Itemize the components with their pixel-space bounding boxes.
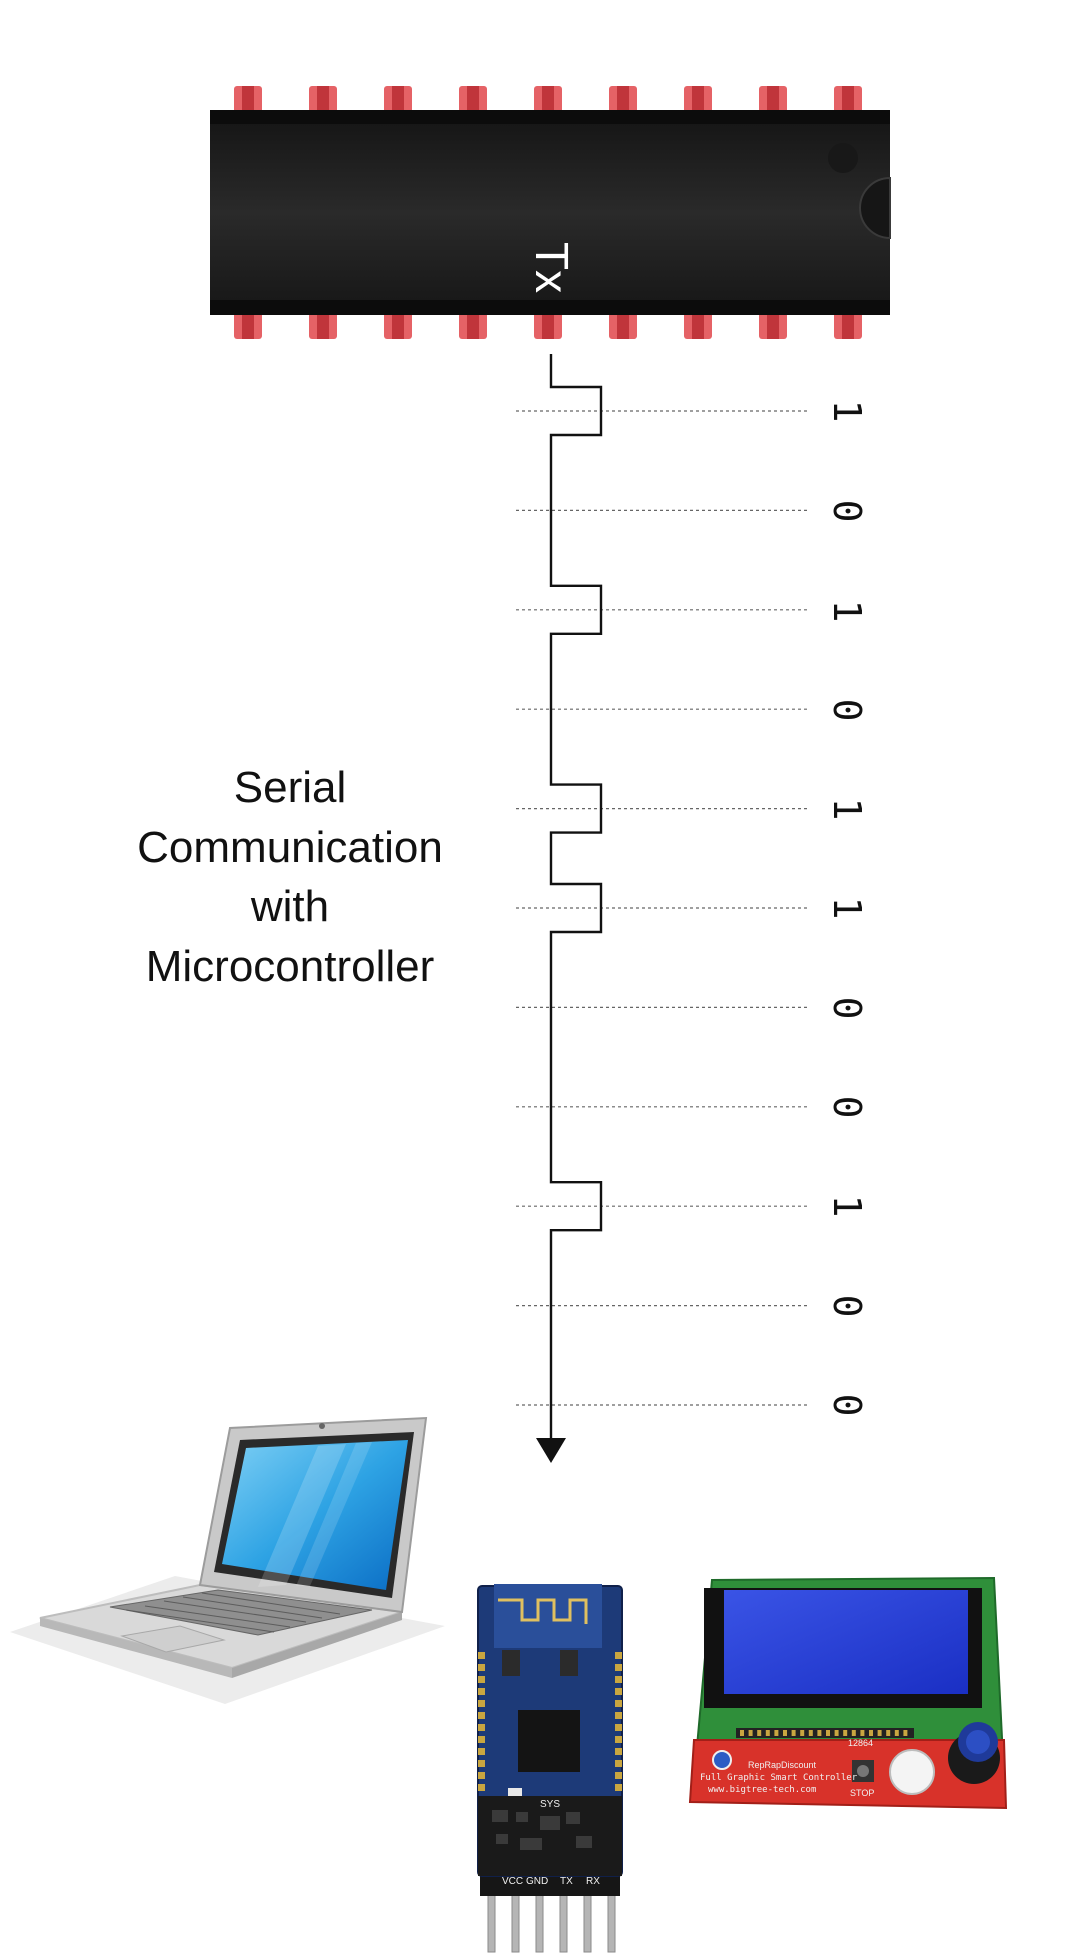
caption-line-1: Serial bbox=[234, 763, 347, 812]
bit-label: 0 bbox=[825, 997, 869, 1020]
bluetooth-module-illustration: SYS VCC GND TX RX bbox=[477, 1584, 623, 1953]
ic-chip: Tx bbox=[210, 86, 891, 339]
bt-pin-label-tx: TX bbox=[560, 1876, 573, 1887]
chip-tx-label: Tx bbox=[526, 242, 578, 293]
signal-arrowhead bbox=[536, 1438, 566, 1463]
caption-line-2: Communication bbox=[137, 823, 443, 872]
caption-line-3: with bbox=[250, 882, 329, 931]
bt-status-label: SYS bbox=[540, 1799, 560, 1810]
bit-label: 1 bbox=[825, 600, 869, 623]
signal-waveform bbox=[549, 354, 603, 1440]
bt-pin-label-gnd: GND bbox=[526, 1876, 548, 1887]
bit-label: 1 bbox=[825, 798, 869, 821]
bit-label: 0 bbox=[825, 699, 869, 722]
chip-body bbox=[210, 110, 890, 315]
caption: Serial Communication with Microcontrolle… bbox=[137, 763, 443, 991]
chip-pin1-dot bbox=[828, 143, 858, 173]
bit-label: 1 bbox=[825, 897, 869, 920]
chip-notch bbox=[859, 176, 891, 240]
bit-label: 0 bbox=[825, 500, 869, 523]
bit-label: 1 bbox=[825, 400, 869, 423]
bt-pin-label-vcc: VCC bbox=[502, 1876, 523, 1887]
bit-label: 0 bbox=[825, 1096, 869, 1119]
lcd-product-label: Full Graphic Smart Controller bbox=[700, 1773, 858, 1783]
lcd-model-label: 12864 bbox=[848, 1738, 873, 1748]
signal-grid-lines bbox=[516, 410, 808, 1406]
lcd-url-label: www.bigtree-tech.com bbox=[708, 1785, 816, 1795]
caption-line-4: Microcontroller bbox=[146, 942, 435, 991]
lcd-brand-label: RepRapDiscount bbox=[748, 1760, 817, 1770]
laptop-illustration bbox=[10, 1416, 445, 1704]
bit-label: 1 bbox=[825, 1195, 869, 1218]
lcd-stop-label: STOP bbox=[850, 1788, 874, 1798]
bit-labels: 1 0 1 0 1 1 0 0 1 0 0 bbox=[825, 400, 869, 1417]
bit-label: 0 bbox=[825, 1394, 869, 1417]
lcd-controller-illustration: 12864 RepRapDiscount Full Graphic Smart … bbox=[688, 1576, 1008, 1810]
bt-pin-label-rx: RX bbox=[586, 1876, 600, 1887]
bit-label: 0 bbox=[825, 1295, 869, 1318]
